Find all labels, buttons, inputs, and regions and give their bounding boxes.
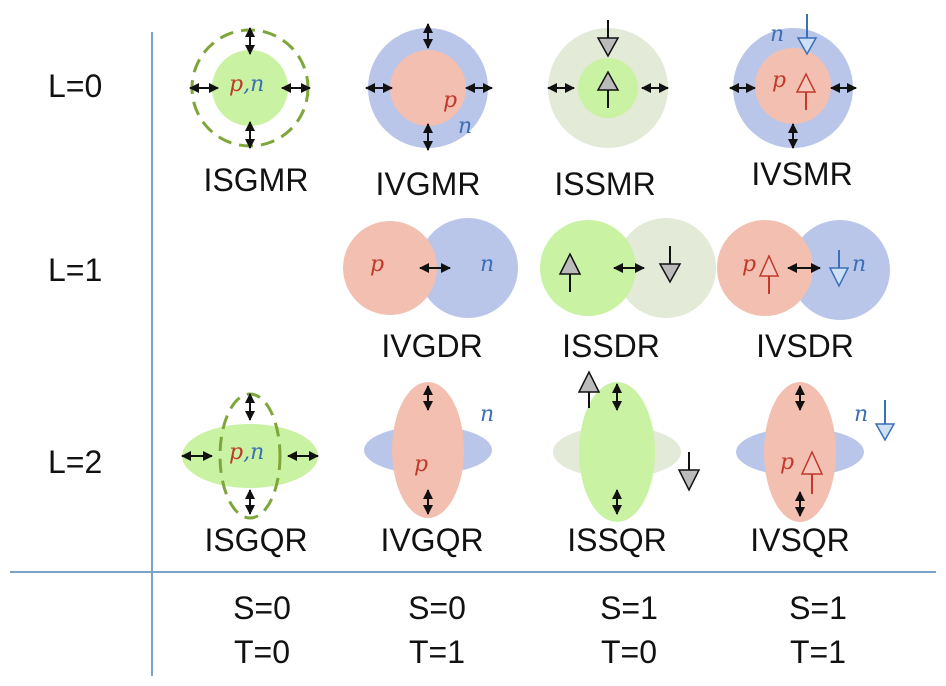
ivsdr-shape	[717, 220, 890, 320]
column-spin-2: S=1	[600, 590, 658, 626]
column-isospin-1: T=1	[408, 634, 466, 670]
ivgqr-shape	[364, 382, 492, 518]
proton-label-ivsdr: p	[742, 252, 757, 277]
mode-label-ivsmr: IVSMR	[751, 156, 853, 192]
neutron-label-ivgmr: n	[458, 114, 473, 139]
mode-label-isgqr: ISGQR	[204, 522, 308, 558]
mode-label-issdr: ISSDR	[562, 328, 660, 364]
mode-label-issmr: ISSMR	[554, 166, 656, 202]
neutron-label-ivsmr: n	[770, 22, 785, 47]
mode-label-ivsqr: IVSQR	[750, 522, 850, 558]
issqr-shape	[553, 370, 701, 522]
column-spin-0: S=0	[233, 590, 291, 626]
particle-label-isgqr: p,n	[229, 440, 265, 465]
ivsmr-shape	[729, 14, 857, 149]
proton-label-ivgmr: p	[443, 88, 458, 113]
proton-label-ivsqr: p	[780, 450, 795, 475]
mode-label-isgmr: ISGMR	[203, 162, 309, 198]
neutron-label-ivsqr: n	[854, 402, 869, 427]
mode-label-ivgmr: IVGMR	[375, 166, 481, 202]
particle-label-isgmr: p,n	[229, 72, 265, 97]
mode-label-ivsdr: IVSDR	[756, 328, 854, 364]
column-spin-3: S=1	[789, 590, 847, 626]
issmr-shape	[547, 20, 669, 148]
neutron-label-ivsdr: n	[852, 252, 867, 277]
column-isospin-0: T=0	[233, 634, 291, 670]
isgmr-shape	[189, 27, 311, 149]
column-spin-1: S=0	[408, 590, 466, 626]
neutron-label-ivgqr: n	[480, 402, 495, 427]
isgqr-shape	[181, 392, 319, 520]
proton-label-ivgqr: p	[414, 452, 429, 477]
row-label-l2: L=2	[48, 444, 103, 480]
ivgmr-shape	[365, 23, 493, 151]
proton-label-ivgdr: p	[370, 252, 385, 277]
proton-label-ivsmr: p	[772, 68, 787, 93]
ivgdr-shape	[343, 218, 518, 318]
mode-label-ivgqr: IVGQR	[380, 522, 484, 558]
column-isospin-3: T=1	[789, 634, 847, 670]
row-label-l0: L=0	[48, 68, 103, 104]
mode-label-ivgdr: IVGDR	[381, 328, 483, 364]
mode-label-issqr: ISSQR	[567, 522, 667, 558]
neutron-label-ivgdr: n	[480, 252, 495, 277]
row-label-l1: L=1	[48, 252, 103, 288]
ivsqr-shape	[736, 382, 896, 522]
issdr-shape	[540, 218, 716, 318]
column-isospin-2: T=0	[600, 634, 658, 670]
